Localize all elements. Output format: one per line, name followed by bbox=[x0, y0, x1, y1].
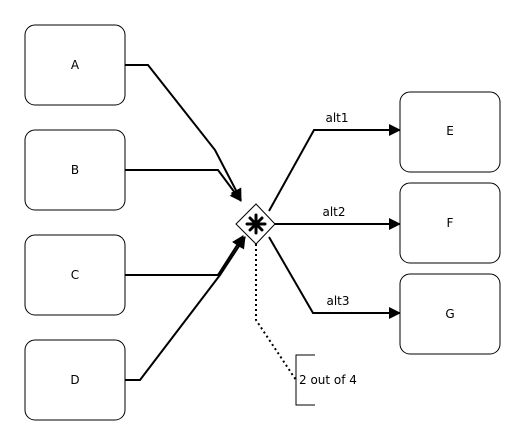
flow-label-alt3: alt3 bbox=[326, 294, 349, 308]
task-b-label: B bbox=[71, 163, 79, 177]
task-g-label: G bbox=[445, 307, 454, 321]
task-e[interactable]: E bbox=[399, 91, 501, 173]
complex-gateway[interactable] bbox=[235, 203, 276, 245]
annotation-bracket bbox=[295, 354, 315, 406]
flow-label-alt2: alt2 bbox=[322, 205, 345, 219]
task-f[interactable]: F bbox=[399, 182, 501, 264]
asterisk-icon bbox=[245, 213, 267, 235]
task-g[interactable]: G bbox=[399, 273, 501, 355]
task-c[interactable]: C bbox=[24, 234, 126, 316]
sequence-flow-d-gateway[interactable] bbox=[125, 236, 246, 381]
task-f-label: F bbox=[447, 216, 454, 230]
annotation-text: 2 out of 4 bbox=[299, 373, 357, 387]
task-a[interactable]: A bbox=[24, 24, 126, 106]
sequence-flow-a-gateway[interactable] bbox=[125, 64, 242, 201]
task-e-label: E bbox=[446, 124, 454, 138]
task-d-label: D bbox=[70, 373, 79, 387]
sequence-flow-b-gateway[interactable] bbox=[125, 169, 242, 202]
task-b[interactable]: B bbox=[24, 129, 126, 211]
sequence-flow-gateway-g[interactable] bbox=[268, 236, 401, 319]
sequence-flow-gateway-e[interactable] bbox=[268, 124, 401, 212]
annotation-association bbox=[255, 244, 297, 381]
text-annotation[interactable]: 2 out of 4 bbox=[295, 354, 357, 406]
task-a-label: A bbox=[71, 58, 80, 72]
task-c-label: C bbox=[71, 268, 79, 282]
sequence-flow-c-gateway[interactable] bbox=[125, 235, 244, 276]
flow-label-alt1: alt1 bbox=[325, 111, 348, 125]
task-d[interactable]: D bbox=[24, 339, 126, 421]
